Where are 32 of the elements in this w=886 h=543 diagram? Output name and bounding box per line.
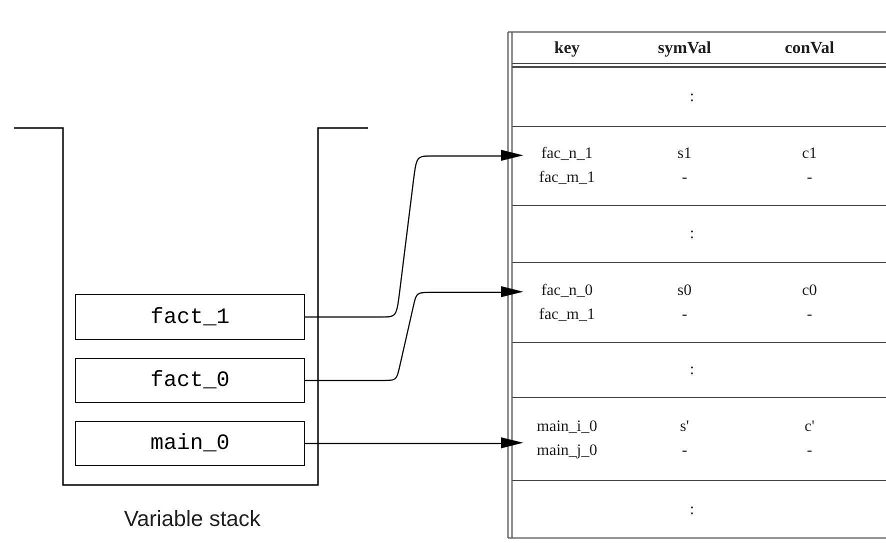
arrow [305,286,524,382]
table-entry: s' [680,418,690,436]
ellipsis: : [690,225,694,243]
ellipsis: : [690,88,694,106]
table-entry: fac_n_1 [541,145,593,163]
table-entry: s1 [677,145,692,163]
stack-frame: fact_1 [75,294,305,340]
column-header: key [554,38,580,58]
column-header: conVal [784,38,834,58]
table-entry: s0 [677,282,692,300]
table-entry: fac_m_1 [539,306,595,324]
table-entry: fac_n_0 [541,282,593,300]
table-entry: fac_m_1 [539,169,595,187]
arrow [305,437,524,448]
stack-caption: Variable stack [124,506,261,532]
table-entry: c1 [802,145,818,163]
table-entry: - [682,306,688,324]
table-entry: - [806,306,812,324]
table-entry: - [682,169,688,187]
table-entry: c0 [802,282,818,300]
stack-frame: fact_0 [75,358,305,403]
arrow [305,150,524,318]
table-entry: - [682,442,688,460]
table-entry: main_i_0 [536,418,598,436]
table-entry: c' [804,418,814,436]
column-header: symVal [658,38,712,58]
table-entry: - [806,442,812,460]
table-entry: - [806,169,812,187]
stack-frame: main_0 [75,421,305,466]
ellipsis: : [690,500,694,518]
ellipsis: : [690,361,694,379]
table-entry: main_j_0 [536,442,598,460]
